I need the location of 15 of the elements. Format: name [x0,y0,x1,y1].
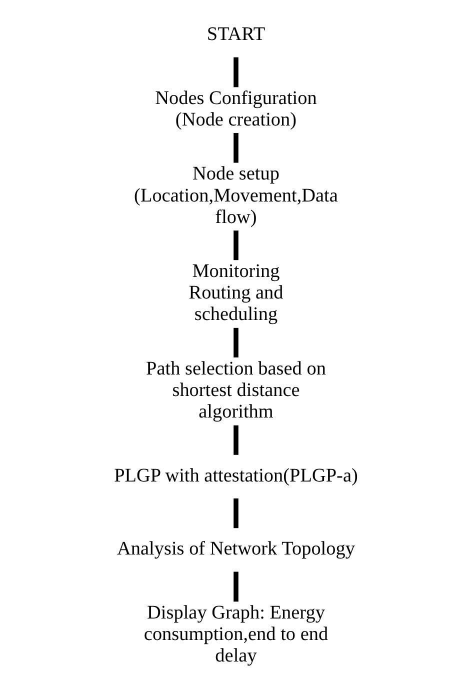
node-text: PLGP with attestation(PLGP-a) [114,465,358,486]
node-text: Path selection based on shortest distance algorithm [146,358,326,423]
node-text: Monitoring Routing and scheduling [188,260,283,326]
node-text: Nodes Configuration (Node creation) [154,88,316,131]
connector [233,572,238,602]
connector [233,328,238,358]
connector [233,133,238,163]
connector [233,425,238,455]
node-text: Display Graph: Energy consumption,end to end delay [143,602,328,667]
node-text: Node setup (Location,Movement,Data flow) [134,164,338,228]
connector [233,57,238,88]
node-text: Analysis of Network Topology [116,538,354,560]
connector [233,230,238,260]
connector [233,498,238,528]
node-text: START [206,24,265,46]
